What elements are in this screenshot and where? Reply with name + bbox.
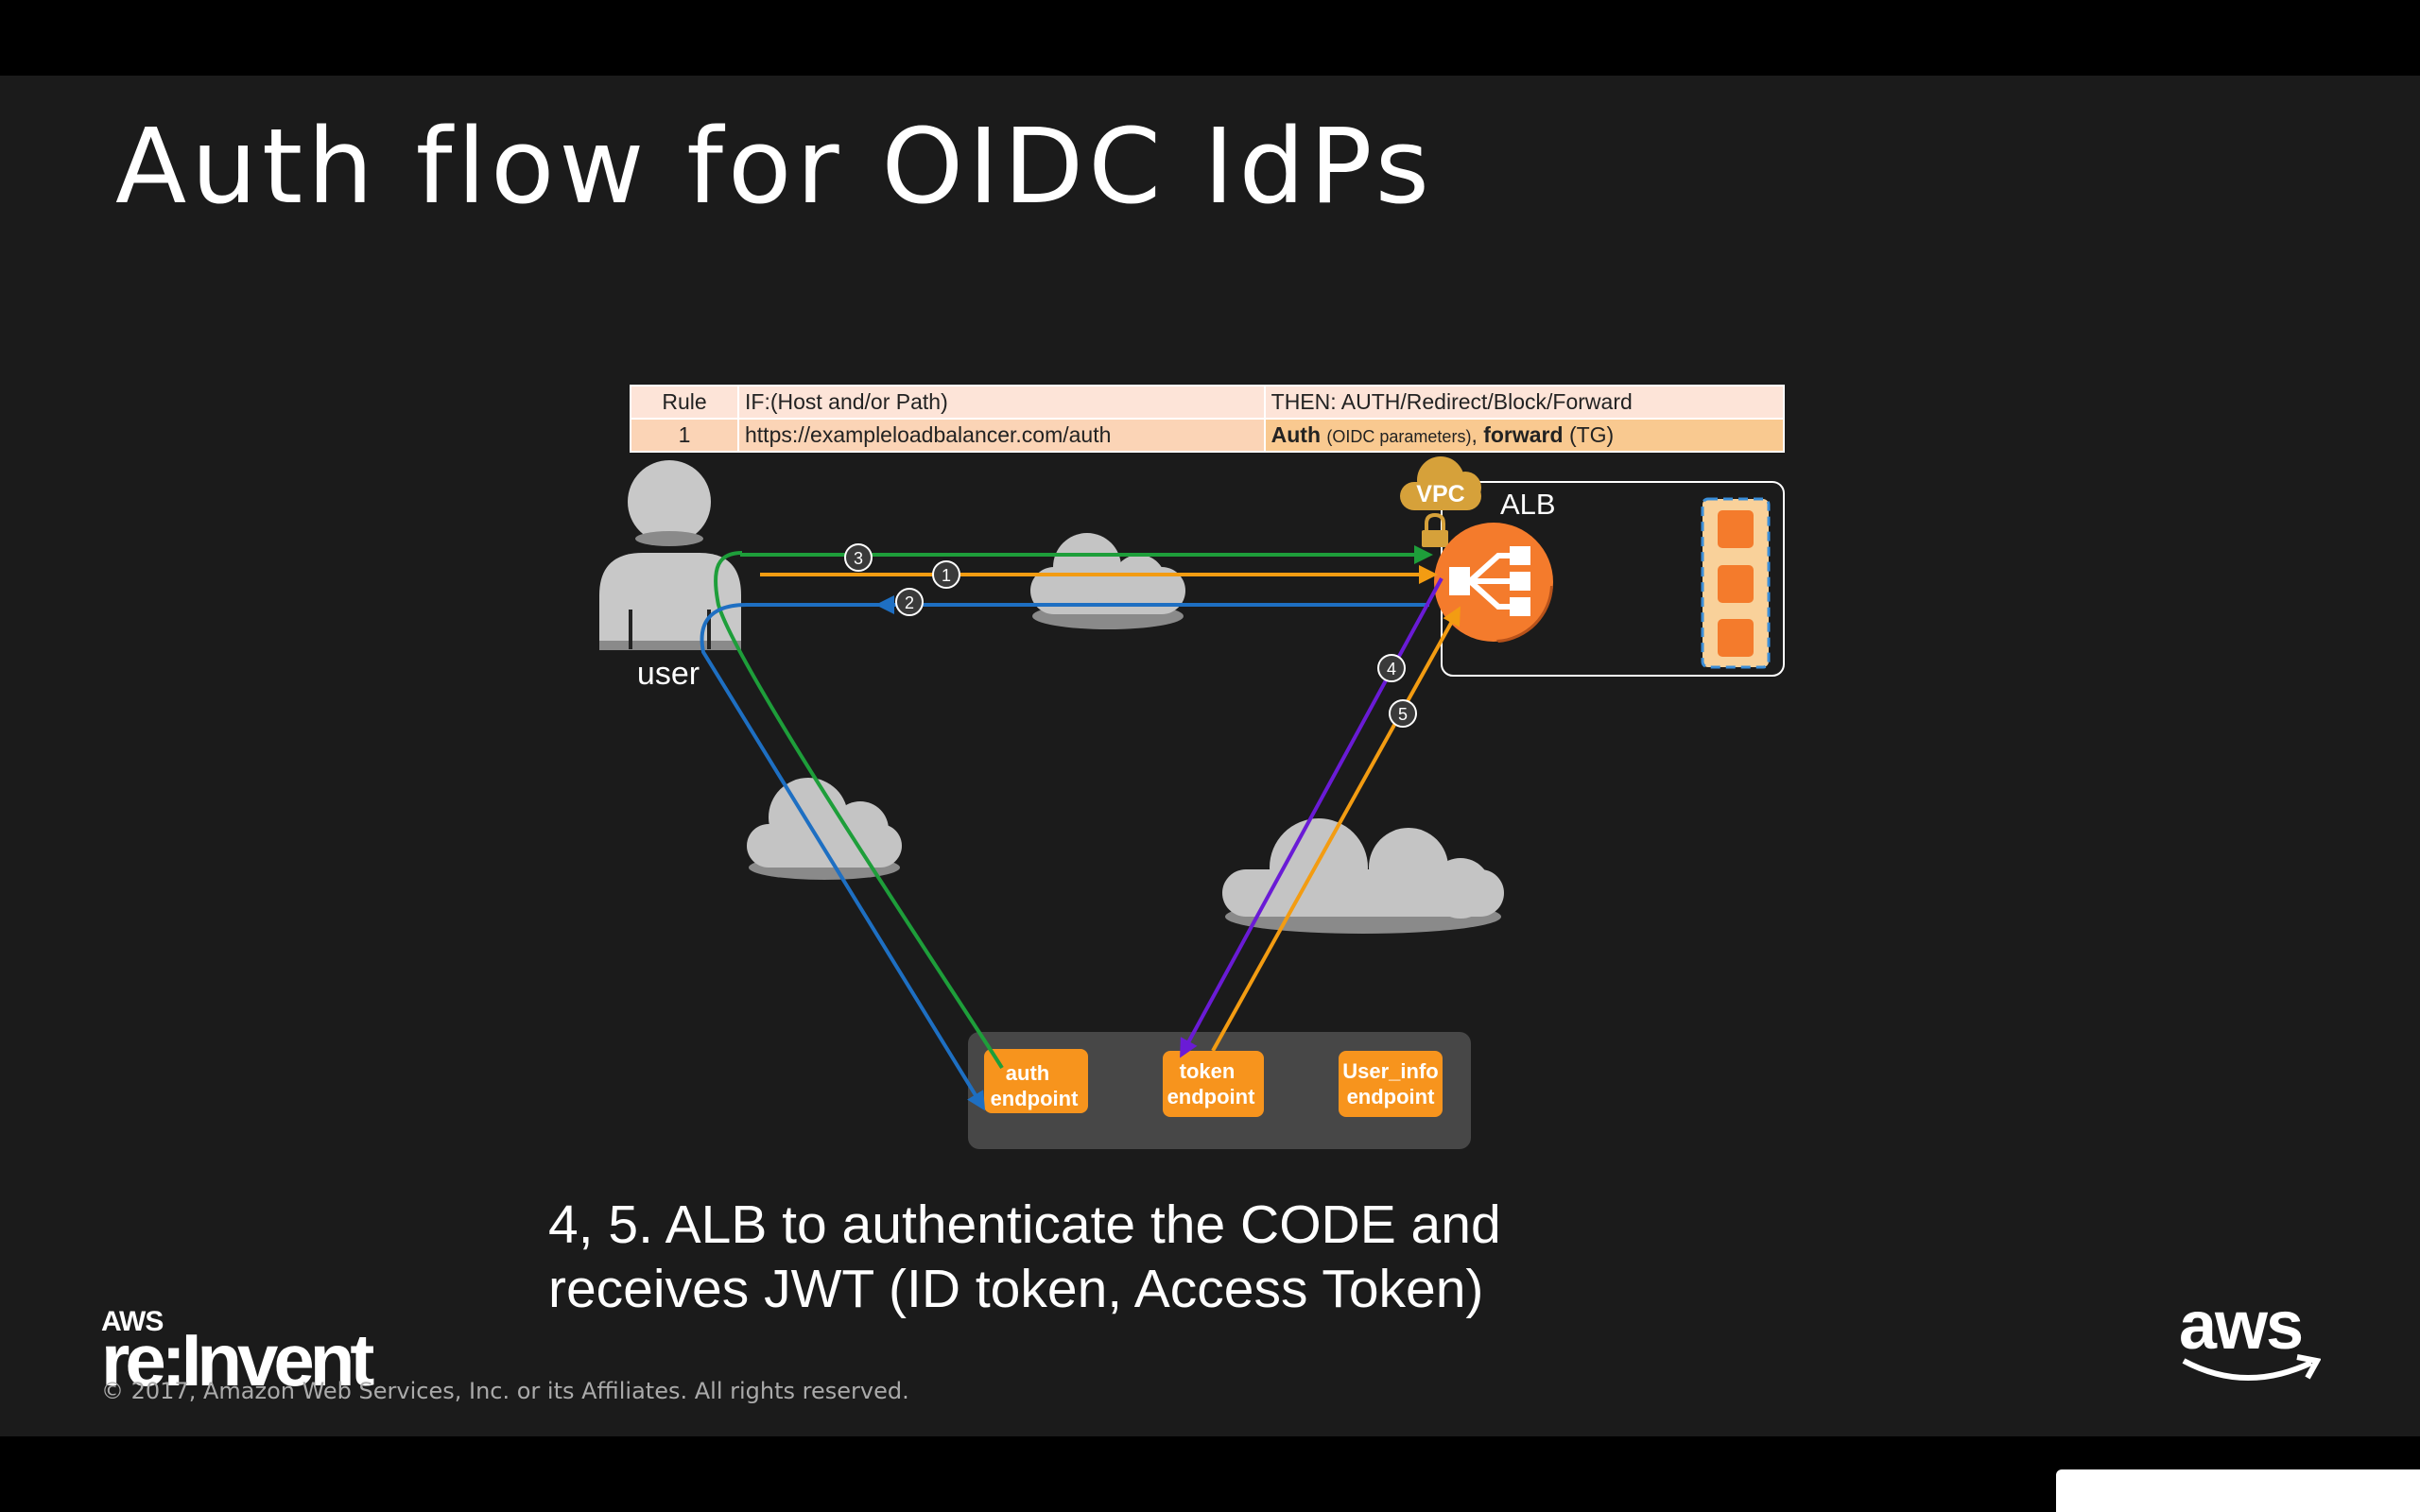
auth-endpoint-line1: auth bbox=[1006, 1061, 1049, 1085]
flow-arrow-4 bbox=[1180, 577, 1443, 1058]
letterbox-bottom bbox=[0, 1436, 2420, 1512]
user-label: user bbox=[637, 656, 700, 692]
alb-label: ALB bbox=[1500, 488, 1556, 521]
internet-cloud-top bbox=[1030, 533, 1185, 629]
action-tg: (TG) bbox=[1568, 422, 1615, 447]
flow-arrow-3-redirect bbox=[714, 551, 1004, 1070]
rule-condition: https://exampleloadbalancer.com/auth bbox=[737, 418, 1266, 453]
rule-action: Auth (OIDC parameters), forward (TG) bbox=[1263, 418, 1786, 453]
lock-icon bbox=[1422, 512, 1448, 547]
auth-endpoint-line2: endpoint bbox=[991, 1087, 1080, 1110]
caption-line-2: receives JWT (ID token, Access Token) bbox=[548, 1259, 1484, 1319]
step-marker-5: 5 bbox=[1389, 699, 1417, 728]
internet-cloud-right bbox=[1222, 818, 1504, 934]
userinfo-endpoint bbox=[1339, 1051, 1443, 1117]
corner-panel bbox=[2056, 1469, 2420, 1512]
target-instance bbox=[1718, 565, 1754, 603]
target-group bbox=[1701, 497, 1771, 669]
step-5-label: 5 bbox=[1398, 705, 1408, 724]
rule-table-header: Rule IF:(Host and/or Path) THEN: AUTH/Re… bbox=[630, 385, 1786, 420]
slide-background bbox=[0, 76, 2420, 1436]
step-marker-2: 2 bbox=[895, 588, 924, 616]
rule-table-row: 1 https://exampleloadbalancer.com/auth A… bbox=[630, 418, 1786, 453]
target-instance bbox=[1718, 619, 1754, 657]
rule-table: Rule IF:(Host and/or Path) THEN: AUTH/Re… bbox=[630, 385, 1786, 453]
reinvent-logo-aws: AWS bbox=[101, 1306, 164, 1337]
header-action: THEN: AUTH/Redirect/Block/Forward bbox=[1263, 385, 1786, 420]
action-forward: forward bbox=[1483, 422, 1564, 447]
step-marker-3: 3 bbox=[844, 543, 873, 572]
token-endpoint-line2: endpoint bbox=[1167, 1085, 1256, 1108]
action-params: (OIDC parameters) bbox=[1326, 427, 1472, 446]
vpc-label: VPC bbox=[1416, 481, 1464, 507]
reinvent-logo-text: re:Invent bbox=[101, 1318, 374, 1401]
vpc-cloud-icon bbox=[1400, 456, 1481, 510]
target-instance bbox=[1718, 510, 1754, 548]
token-endpoint bbox=[1163, 1051, 1264, 1117]
flow-arrow-2-redirect bbox=[700, 603, 986, 1111]
letterbox-top bbox=[0, 0, 2420, 76]
step-marker-1: 1 bbox=[932, 560, 960, 589]
smile-arrow-icon bbox=[2182, 1354, 2321, 1381]
action-auth: Auth bbox=[1270, 422, 1322, 447]
header-condition: IF:(Host and/or Path) bbox=[737, 385, 1266, 420]
step-3-label: 3 bbox=[854, 549, 863, 568]
step-2-label: 2 bbox=[905, 593, 914, 612]
load-balancer-icon bbox=[1434, 523, 1553, 643]
userinfo-endpoint-line2: endpoint bbox=[1347, 1085, 1436, 1108]
userinfo-endpoint-line1: User_info bbox=[1342, 1059, 1438, 1083]
copyright-notice: © 2017, Amazon Web Services, Inc. or its… bbox=[101, 1378, 909, 1404]
step-marker-4: 4 bbox=[1377, 654, 1406, 682]
aws-logo-text: aws bbox=[2179, 1288, 2304, 1364]
slide-title: Auth flow for OIDC IdPs bbox=[115, 106, 1434, 227]
aws-logo: aws bbox=[2179, 1287, 2321, 1381]
action-separator: , bbox=[1471, 422, 1478, 447]
flow-arrow-5 bbox=[1211, 606, 1461, 1052]
step-1-label: 1 bbox=[942, 566, 951, 585]
auth-endpoint bbox=[984, 1049, 1088, 1113]
user-icon bbox=[599, 460, 741, 650]
header-rule: Rule bbox=[630, 385, 739, 420]
slide-caption: 4, 5. ALB to authenticate the CODE and r… bbox=[548, 1193, 1683, 1321]
rule-number: 1 bbox=[630, 418, 739, 453]
caption-line-1: 4, 5. ALB to authenticate the CODE and bbox=[548, 1194, 1501, 1255]
token-endpoint-line1: token bbox=[1180, 1059, 1236, 1083]
step-4-label: 4 bbox=[1387, 660, 1396, 679]
